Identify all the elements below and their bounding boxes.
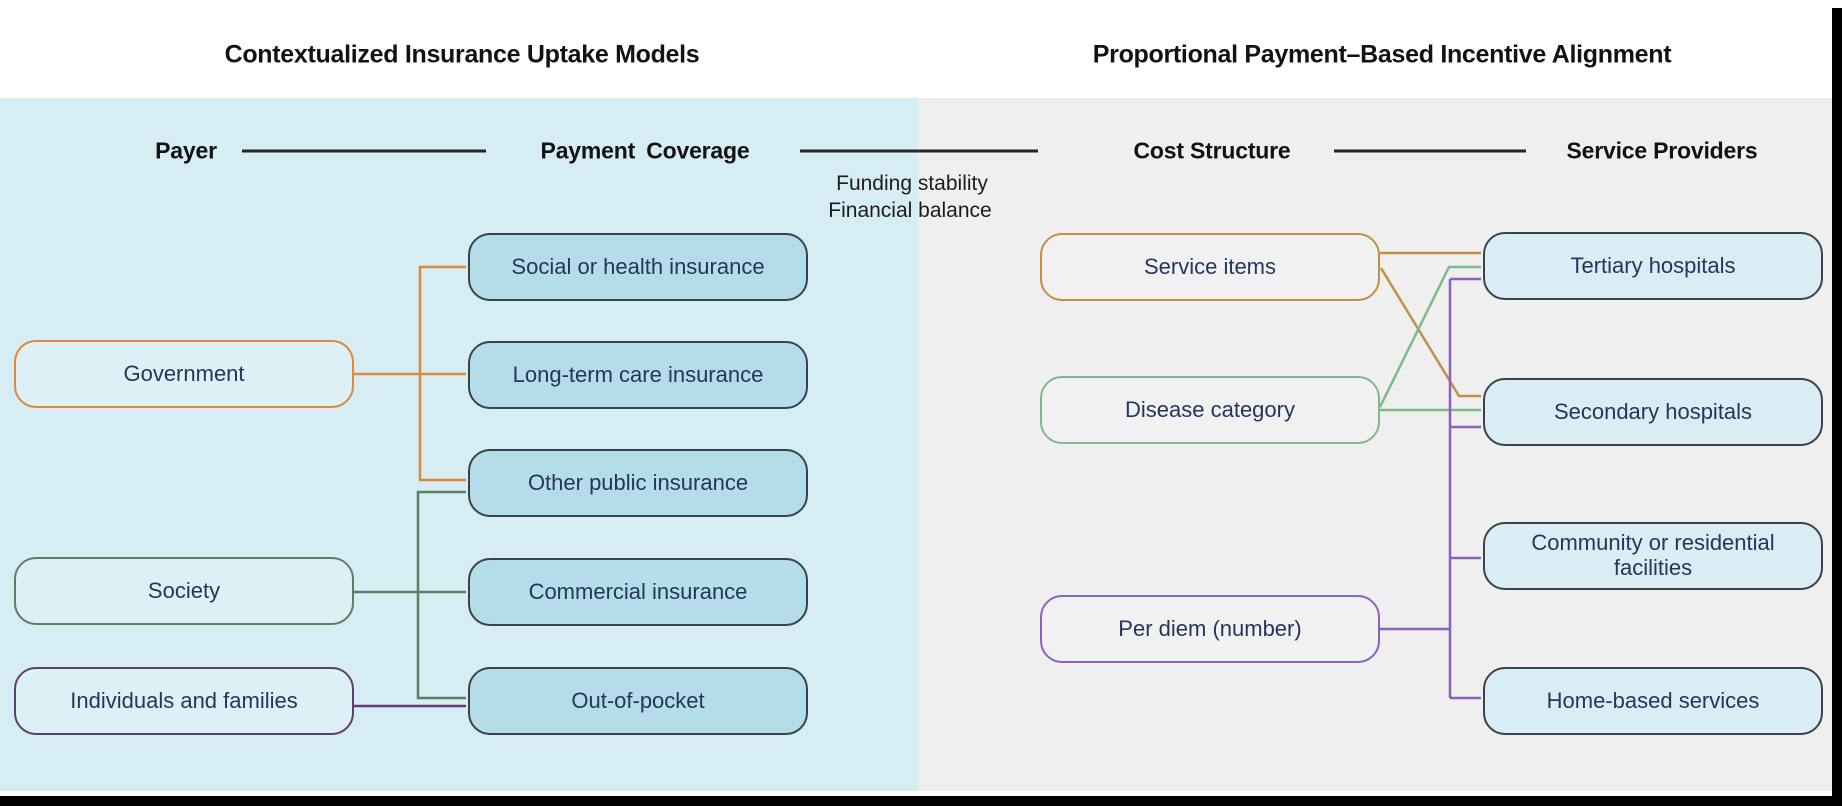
financial-balance-label: Financial balance — [828, 199, 992, 222]
cost-label: Disease category — [1125, 396, 1295, 422]
payer-box-government: Government — [14, 340, 354, 408]
provider-box-tertiary-hospitals: Tertiary hospitals — [1483, 232, 1823, 300]
provider-label: Secondary hospitals — [1553, 398, 1753, 424]
cost-box-disease-category: Disease category — [1040, 376, 1380, 444]
frame-bottom-bar — [0, 796, 1842, 806]
provider-box-secondary-hospitals: Secondary hospitals — [1483, 378, 1823, 446]
payer-label: Government — [123, 360, 245, 386]
cost-structure-column-header: Cost Structure — [1133, 137, 1291, 164]
coverage-label: Social or health insurance — [511, 253, 765, 279]
service-providers-column-header: Service Providers — [1566, 137, 1758, 164]
coverage-box-other-public: Other public insurance — [468, 449, 808, 517]
payer-box-society: Society — [14, 557, 354, 625]
cost-label: Per diem (number) — [1118, 615, 1302, 641]
provider-box-home-based: Home-based services — [1483, 667, 1823, 735]
cost-box-per-diem: Per diem (number) — [1040, 595, 1380, 663]
coverage-label: Other public insurance — [527, 469, 749, 495]
coverage-box-commercial: Commercial insurance — [468, 558, 808, 626]
funding-stability-label: Funding stability — [836, 172, 988, 195]
coverage-box-long-term-care: Long-term care insurance — [468, 341, 808, 409]
payer-column-header: Payer — [155, 137, 217, 164]
cost-label: Service items — [1143, 253, 1277, 279]
payment-coverage-column-header: Payment Coverage — [540, 137, 750, 164]
cost-box-service-items: Service items — [1040, 233, 1380, 301]
right-section-title: Proportional Payment–Based Incentive Ali… — [1092, 40, 1672, 69]
payer-label: Society — [147, 577, 221, 603]
coverage-box-out-of-pocket: Out-of-pocket — [468, 667, 808, 735]
frame-right-bar — [1832, 8, 1842, 806]
provider-label: Community or residential facilities — [1531, 530, 1775, 580]
provider-label: Home-based services — [1546, 687, 1760, 713]
payer-box-individuals: Individuals and families — [14, 667, 354, 735]
left-section-title: Contextualized Insurance Uptake Models — [224, 40, 700, 69]
provider-label: Tertiary hospitals — [1570, 252, 1736, 278]
coverage-label: Long-term care insurance — [512, 361, 764, 387]
coverage-label: Commercial insurance — [528, 578, 748, 604]
coverage-label: Out-of-pocket — [571, 687, 705, 713]
provider-box-community-residential: Community or residential facilities — [1483, 522, 1823, 590]
payer-label: Individuals and families — [70, 687, 298, 713]
coverage-box-social-health-insurance: Social or health insurance — [468, 233, 808, 301]
